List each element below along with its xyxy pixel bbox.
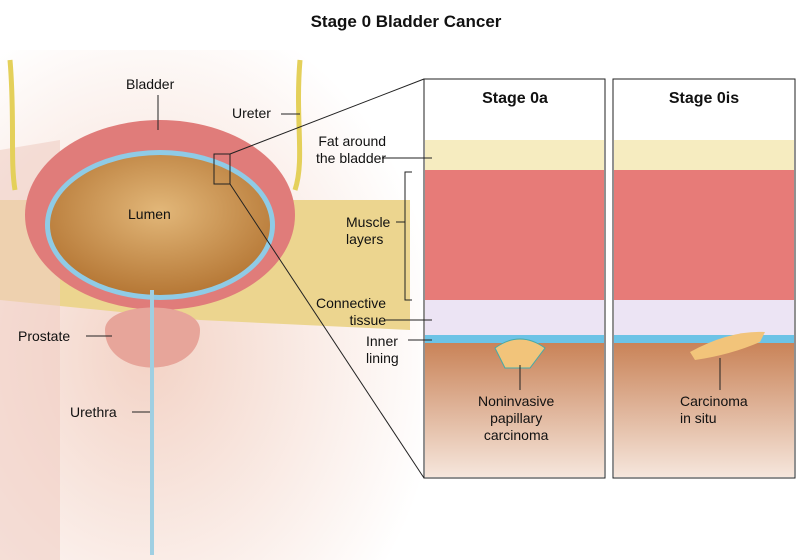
- panel-title-stage-0a: Stage 0a: [482, 90, 548, 107]
- panel-stage-0a: [423, 78, 606, 479]
- zoom-box: [213, 153, 231, 185]
- panel-title-stage-0is: Stage 0is: [668, 90, 740, 107]
- panel-stage-0is: [612, 78, 796, 479]
- page-title: Stage 0 Bladder Cancer: [310, 12, 502, 31]
- label-prostate: Prostate: [18, 328, 71, 344]
- ureter-left: [7, 59, 18, 191]
- ureter-right: [292, 59, 303, 191]
- label-bladder: Bladder: [126, 76, 175, 92]
- in-situ-tumor: [690, 331, 765, 360]
- lumen: [50, 155, 270, 295]
- label-urethra: Urethra: [70, 404, 117, 420]
- papillary-tumor: [494, 338, 546, 369]
- label-ureter: Ureter: [232, 105, 271, 121]
- label-lumen: Lumen: [128, 206, 171, 222]
